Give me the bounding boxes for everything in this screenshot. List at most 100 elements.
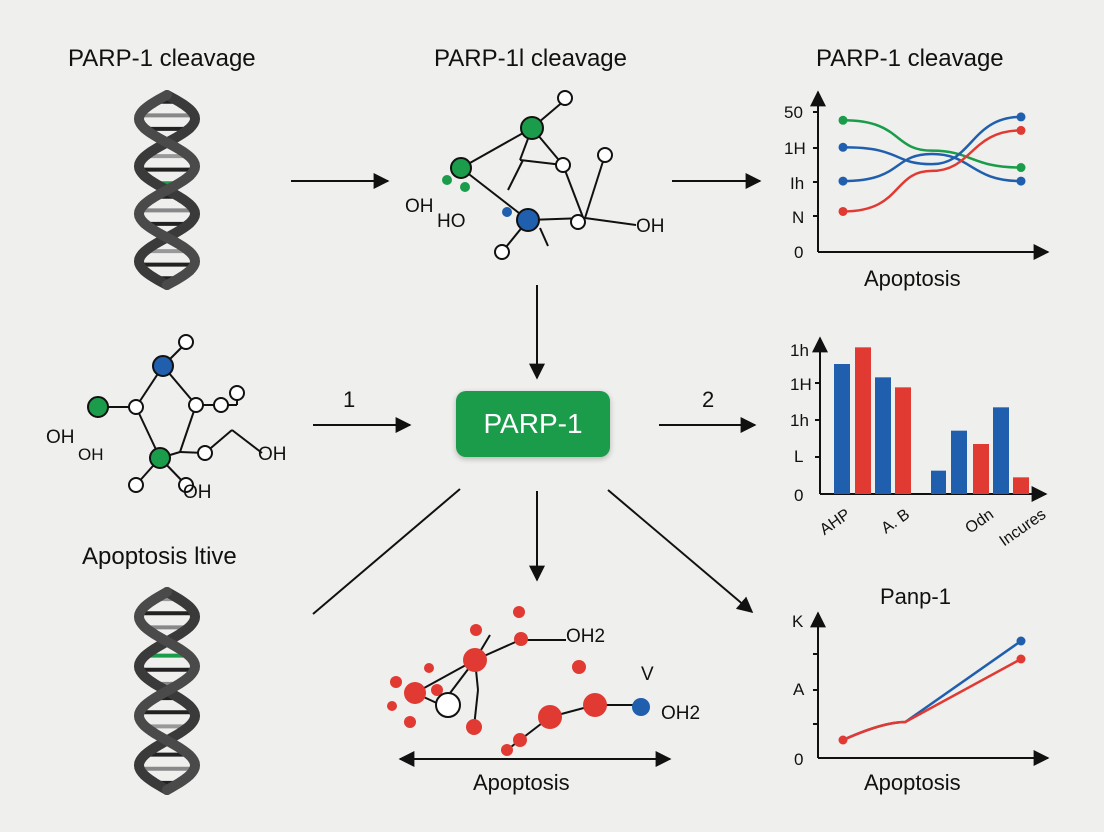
red-atom [514, 632, 528, 646]
series-line [842, 119, 1022, 169]
network-caption: Apoptosis [473, 770, 570, 795]
oxygen-atom [555, 157, 571, 173]
oxygen-atom [178, 334, 194, 350]
green-atom [460, 182, 470, 192]
data-point [1016, 654, 1026, 664]
bar-chart-ytick: 1h [790, 411, 809, 430]
line-chart-ytick: 50 [784, 103, 803, 122]
dna-strand [133, 587, 201, 795]
data-point [838, 142, 848, 152]
oxygen-atom [128, 477, 144, 493]
arrow [607, 489, 754, 614]
blue-atom [502, 207, 512, 217]
bar-chart-ytick: 1h [790, 341, 809, 360]
bond [584, 217, 637, 226]
line-chart-2-ytick: A [793, 680, 805, 699]
bond [584, 154, 606, 219]
molecule-group [87, 90, 650, 756]
bar [973, 444, 989, 494]
red-atom [390, 676, 402, 688]
green-atom [87, 396, 109, 418]
data-point [1016, 163, 1026, 173]
series-line [842, 152, 1022, 183]
bar [834, 364, 850, 494]
line-chart-ytick: 1H [784, 139, 806, 158]
oxygen-atom [229, 385, 245, 401]
oxygen-atom [557, 90, 573, 106]
red-atom [466, 719, 482, 735]
chem-label-oh2: OH2 [566, 626, 606, 647]
chem-label-oh: OH [183, 482, 212, 503]
line-chart-2-ytick: K [792, 612, 804, 631]
arrows-group [291, 173, 762, 767]
bar [993, 407, 1009, 494]
line-chart-ytick: Ih [790, 174, 805, 193]
series-line [842, 129, 1022, 213]
data-point [1016, 636, 1026, 646]
oxygen-atom [597, 147, 613, 163]
bar [931, 470, 946, 494]
chem-label-oh: OH [405, 196, 434, 217]
data-point [838, 176, 848, 186]
bond [539, 227, 549, 247]
red-atom [501, 744, 513, 756]
arrow-number-1: 1 [343, 387, 356, 412]
dna-top-title: PARP-1 cleavage [68, 45, 256, 72]
red-atom [404, 682, 426, 704]
chem-label-oh: OH [46, 427, 75, 448]
green-atom [450, 157, 472, 179]
data-point [838, 735, 848, 745]
bar [895, 387, 911, 494]
hollow-atom [435, 692, 461, 718]
connector-line [312, 488, 461, 615]
chem-label-oh2: OH2 [661, 703, 701, 724]
line-chart-ytick: N [792, 208, 805, 227]
red-atom [404, 716, 416, 728]
red-atom [470, 624, 482, 636]
bar-chart-ytick: 0 [794, 486, 804, 505]
bar-chart-ytick: 1H [790, 375, 812, 394]
line-chart-ytick: 0 [794, 243, 804, 262]
bond [231, 429, 263, 454]
series-line [842, 115, 1022, 166]
chem-label-oh: OH [78, 445, 104, 464]
bar [1013, 477, 1029, 494]
red-atom [387, 701, 397, 711]
chem-label-oh: OH [258, 444, 287, 465]
red-atom [572, 660, 586, 674]
bar-chart-ytick: L [794, 447, 804, 466]
arrow-number-2: 2 [702, 387, 715, 412]
blue-atom [152, 355, 174, 377]
line-chart-title: PARP-1 cleavage [816, 45, 1004, 72]
bond [460, 167, 529, 221]
data-point [1016, 176, 1026, 186]
bar [951, 430, 967, 494]
red-atom [431, 684, 443, 696]
series-line [842, 657, 1022, 742]
dna-bottom-title: Apoptosis ltive [82, 543, 237, 570]
green-atom [149, 447, 171, 469]
data-point [838, 206, 848, 216]
data-point [838, 115, 848, 125]
red-atom [463, 648, 487, 672]
oxygen-atom [178, 477, 194, 493]
bond [460, 127, 533, 169]
oxygen-atom [197, 445, 213, 461]
red-atom [513, 733, 527, 747]
chem-label-ho: HO [437, 211, 466, 232]
data-point [1016, 125, 1026, 135]
chem-label-v: V [641, 664, 654, 685]
bar [855, 347, 871, 494]
line-chart-2-ytick: 0 [794, 750, 804, 769]
series-line [842, 639, 1022, 742]
parp-1-node: PARP-1 [456, 391, 610, 457]
oxygen-atom [494, 244, 510, 260]
blue-atom [516, 208, 540, 232]
blue-atom [632, 698, 650, 716]
bond [507, 159, 524, 191]
parp-1-label: PARP-1 [483, 408, 583, 439]
molecule-top-title: PARP-1l cleavage [434, 45, 627, 72]
oxygen-atom [128, 399, 144, 415]
green-atom [520, 116, 544, 140]
red-atom [583, 693, 607, 717]
